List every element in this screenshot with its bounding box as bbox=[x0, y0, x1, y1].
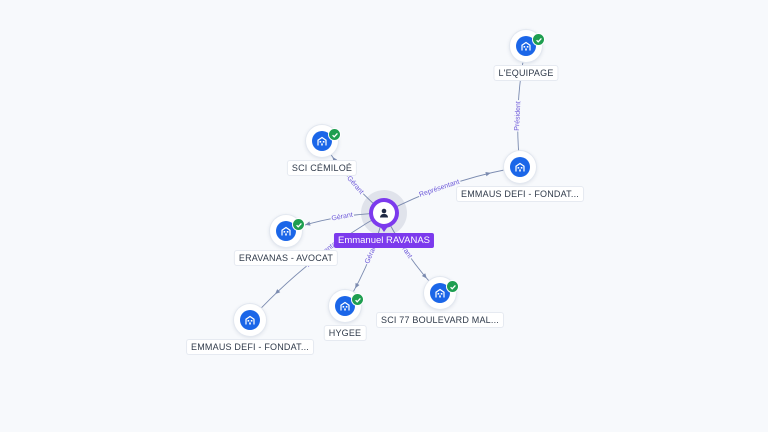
building-icon bbox=[276, 221, 296, 241]
edge-label: Gérant bbox=[331, 212, 353, 223]
node-label[interactable]: L'EQUIPAGE bbox=[494, 66, 558, 80]
node-circle[interactable] bbox=[234, 304, 266, 336]
edge-arrow-icon bbox=[485, 171, 491, 177]
verified-check-icon bbox=[292, 218, 305, 231]
verified-check-icon bbox=[532, 33, 545, 46]
node-label[interactable]: ERAVANAS - AVOCAT bbox=[234, 251, 338, 265]
edge-arrow-icon bbox=[355, 282, 360, 289]
node-label[interactable]: HYGEE bbox=[324, 326, 366, 340]
node-label[interactable]: SCI 77 BOULEVARD MAL... bbox=[377, 313, 503, 327]
building-icon bbox=[335, 296, 355, 316]
edge-arrow-icon bbox=[421, 273, 427, 279]
building-icon bbox=[516, 36, 536, 56]
node-label[interactable]: EMMAUS DEFI - FONDAT... bbox=[187, 340, 313, 354]
edge-label: Représentant bbox=[418, 179, 460, 199]
building-icon bbox=[312, 131, 332, 151]
edge-arrow-icon bbox=[275, 289, 281, 295]
edge-emmaus-right bbox=[383, 166, 521, 214]
node-circle[interactable] bbox=[329, 290, 361, 322]
person-icon bbox=[373, 202, 395, 224]
node-label[interactable]: SCI CÉMILOÉ bbox=[287, 161, 357, 175]
building-icon bbox=[510, 157, 530, 177]
center-name-label[interactable]: Emmanuel RAVANAS bbox=[333, 233, 435, 248]
edge-arrow-icon bbox=[305, 221, 311, 226]
edge-label: Gérant bbox=[345, 175, 364, 196]
edge-label: Président bbox=[514, 101, 522, 131]
verified-check-icon bbox=[446, 280, 459, 293]
node-label[interactable]: EMMAUS DEFI - FONDAT... bbox=[457, 187, 583, 201]
building-icon bbox=[430, 283, 450, 303]
building-icon bbox=[240, 310, 260, 330]
center-circle[interactable] bbox=[369, 198, 399, 228]
node-circle[interactable] bbox=[510, 30, 542, 62]
verified-check-icon bbox=[351, 293, 364, 306]
map-pin-icon bbox=[379, 225, 389, 232]
edge-arrow-icon bbox=[332, 156, 338, 163]
verified-check-icon bbox=[328, 128, 341, 141]
node-circle[interactable] bbox=[504, 151, 536, 183]
